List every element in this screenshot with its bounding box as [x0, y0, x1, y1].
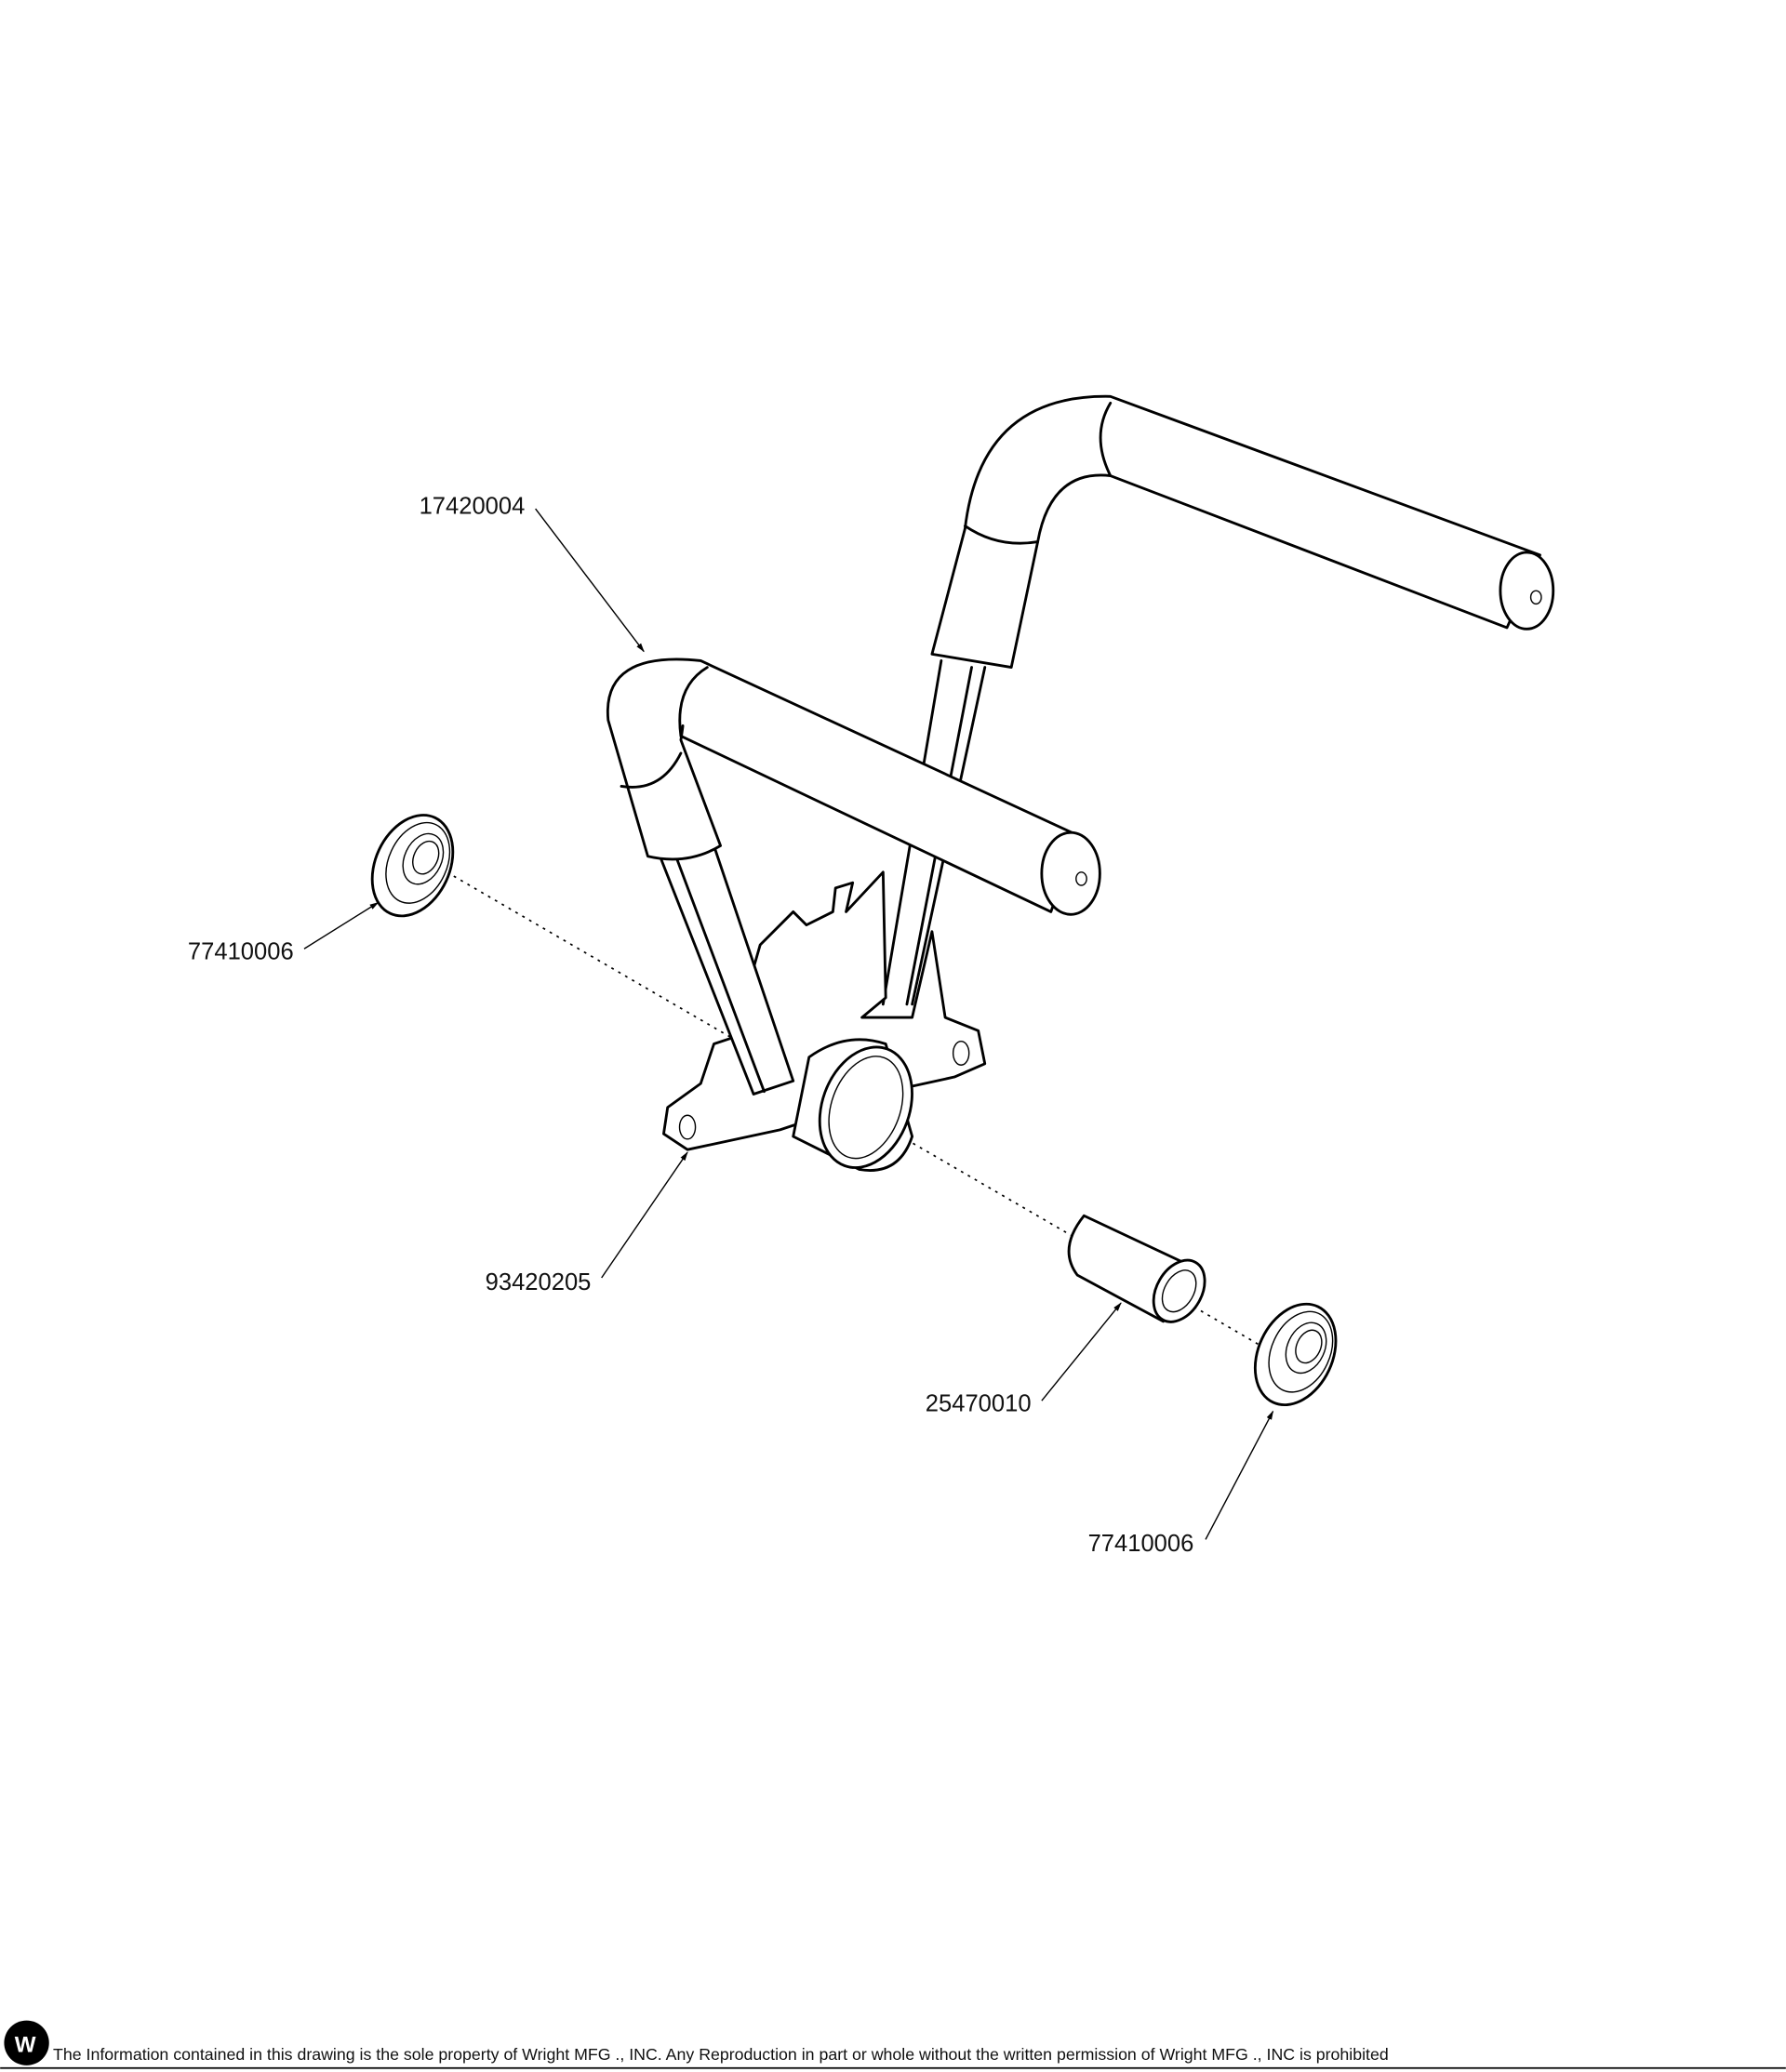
leader-77410006-right	[1205, 1410, 1274, 1540]
callout-77410006-right: 77410006	[1088, 1531, 1194, 1557]
callout-77410006-left: 77410006	[188, 939, 294, 965]
callout-17420004: 17420004	[420, 494, 526, 520]
bearing-right	[1253, 1302, 1338, 1407]
bushing	[1067, 1214, 1206, 1323]
leader-17420004	[535, 508, 645, 653]
callout-93420205: 93420205	[486, 1269, 592, 1295]
rear-handle	[881, 394, 1555, 1006]
pivot-bracket	[662, 870, 987, 1172]
leader-93420205	[601, 1151, 688, 1279]
leader-77410006-left	[303, 901, 380, 950]
leader-25470010	[1041, 1302, 1122, 1401]
bearing-left	[370, 814, 455, 918]
footer-notice: The Information contained in this drawin…	[53, 2045, 1389, 2064]
svg-text:W: W	[15, 2033, 36, 2058]
front-handle	[606, 657, 1101, 1096]
callout-25470010: 25470010	[926, 1391, 1032, 1417]
company-logo: W	[4, 2020, 49, 2065]
